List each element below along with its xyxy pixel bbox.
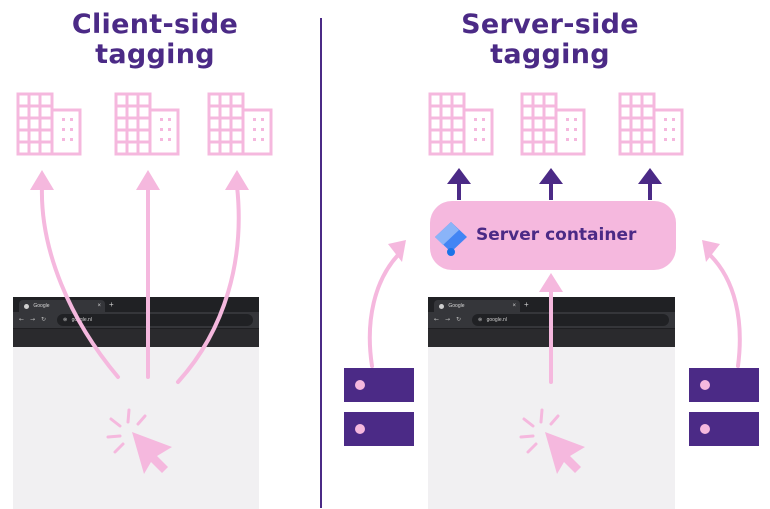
forward-icon[interactable]: → xyxy=(445,316,451,323)
arrowhead-icon xyxy=(539,273,563,292)
browser-window-left: Google × + ← → ↻ ⊜ google.nl xyxy=(13,297,259,509)
reload-icon[interactable]: ↻ xyxy=(41,316,47,323)
arrowhead-icon xyxy=(136,170,160,190)
forward-icon[interactable]: → xyxy=(30,316,36,323)
arrowhead-icon xyxy=(225,170,249,190)
arrowhead-icon xyxy=(539,168,563,184)
new-tab-button[interactable]: + xyxy=(109,300,114,309)
data-flow-arrow xyxy=(367,253,400,368)
building-icon xyxy=(520,92,586,156)
cursor-click-icon xyxy=(519,408,587,476)
back-icon[interactable]: ← xyxy=(434,316,440,323)
reload-icon[interactable]: ↻ xyxy=(456,316,462,323)
client-side-title: Client-side tagging xyxy=(40,10,270,70)
address-bar-url: google.nl xyxy=(486,317,507,323)
new-tab-button[interactable]: + xyxy=(524,300,529,309)
browser-window-right: Google × + ← → ↻ ⊜ google.nl xyxy=(428,297,675,509)
arrowhead-icon xyxy=(702,240,720,262)
arrowhead-icon xyxy=(638,168,662,184)
tab-close-icon[interactable]: × xyxy=(97,303,101,309)
server-led xyxy=(700,424,710,434)
browser-tab-title: Google xyxy=(448,303,465,309)
server-icon xyxy=(344,368,414,402)
server-led xyxy=(355,380,365,390)
building-icon xyxy=(428,92,494,156)
arrowhead-icon xyxy=(30,170,54,190)
server-side-title-line1: Server-side xyxy=(461,9,639,40)
site-info-icon: ⊜ xyxy=(478,317,483,323)
server-led xyxy=(700,380,710,390)
address-bar[interactable]: ⊜ google.nl xyxy=(472,314,669,326)
arrowhead-icon xyxy=(388,240,406,262)
server-led xyxy=(355,424,365,434)
favicon-icon xyxy=(439,303,444,309)
browser-tabbar: Google × + xyxy=(13,297,259,312)
data-flow-arrow xyxy=(39,184,120,379)
favicon-icon xyxy=(24,303,29,309)
server-icon xyxy=(689,368,759,402)
browser-tab[interactable]: Google × xyxy=(19,300,105,312)
building-icon xyxy=(16,92,82,156)
browser-tab-title: Google xyxy=(33,303,50,309)
server-side-title: Server-side tagging xyxy=(410,10,690,70)
server-side-title-line2: tagging xyxy=(490,39,610,70)
server-icon xyxy=(344,412,414,446)
server-container-box xyxy=(430,201,676,270)
server-icon xyxy=(689,412,759,446)
site-info-icon: ⊜ xyxy=(63,317,68,323)
browser-tab[interactable]: Google × xyxy=(434,300,520,312)
browser-toolbar-strip xyxy=(13,329,259,347)
address-bar-url: google.nl xyxy=(71,317,92,323)
tag-manager-icon xyxy=(435,222,467,256)
building-icon xyxy=(114,92,180,156)
data-flow-arrow xyxy=(708,253,742,368)
building-icon xyxy=(618,92,684,156)
address-bar[interactable]: ⊜ google.nl xyxy=(57,314,253,326)
back-icon[interactable]: ← xyxy=(19,316,25,323)
client-side-title-line2: tagging xyxy=(95,39,215,70)
building-icon xyxy=(207,92,273,156)
client-side-title-line1: Client-side xyxy=(71,9,239,40)
cursor-click-icon xyxy=(106,408,174,476)
tab-close-icon[interactable]: × xyxy=(512,303,516,309)
data-flow-arrow xyxy=(176,184,241,384)
panel-divider xyxy=(320,18,322,508)
arrowhead-icon xyxy=(447,168,471,184)
server-container-label: Server container xyxy=(476,225,637,245)
